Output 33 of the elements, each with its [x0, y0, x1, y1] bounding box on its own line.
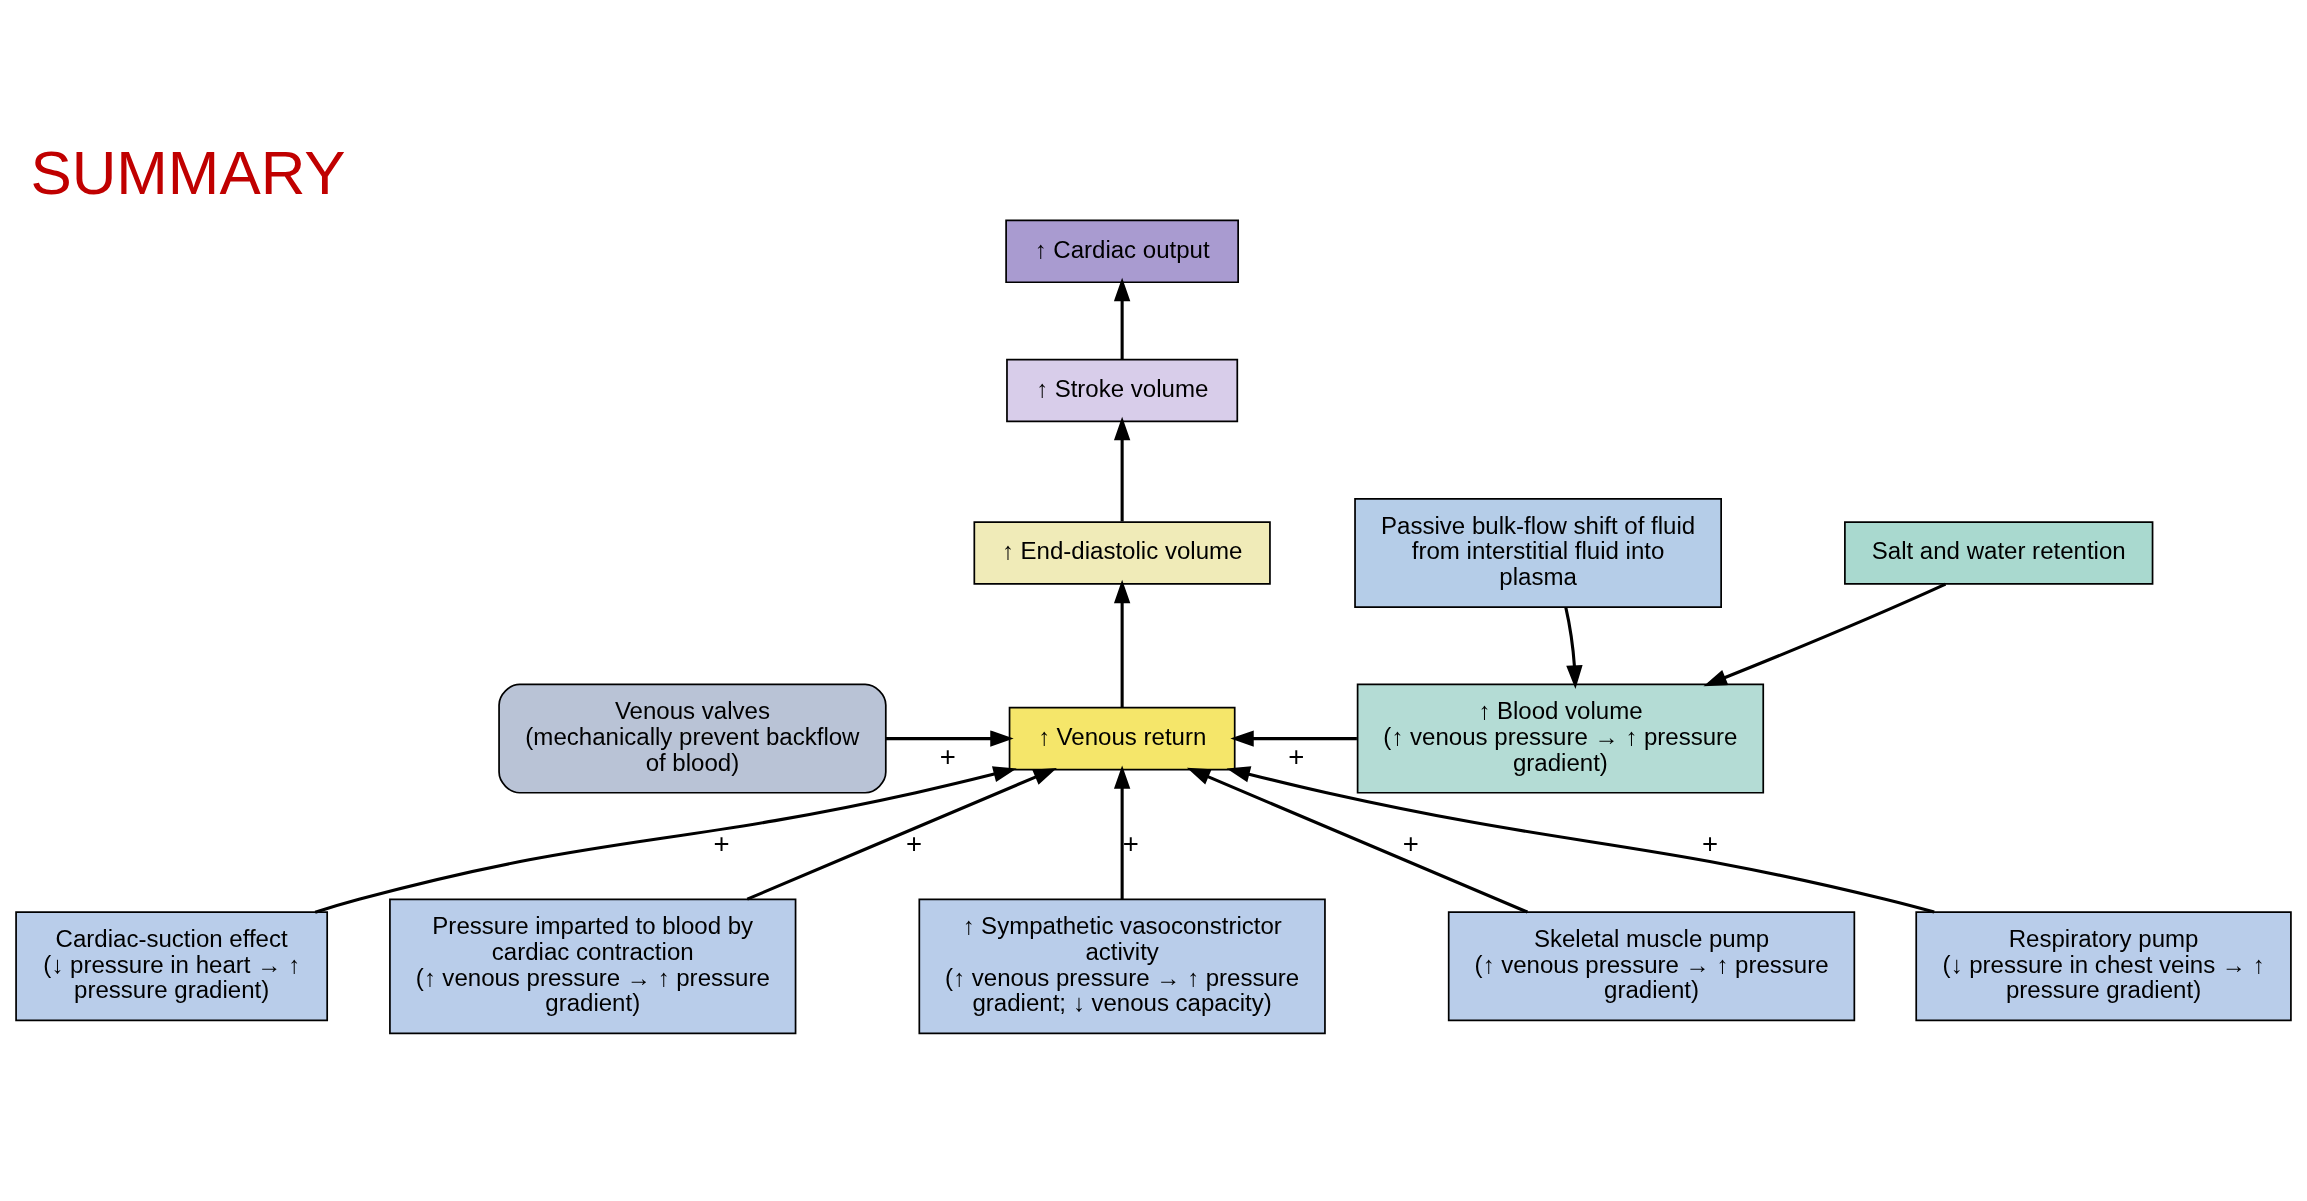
- arrow: [1113, 579, 1131, 708]
- edge-label: +: [713, 827, 730, 859]
- arrow: [1226, 766, 1935, 914]
- arrow: [1186, 767, 1528, 914]
- arrow: [746, 767, 1057, 901]
- node-box: Salt and water retention: [1844, 521, 2154, 585]
- arrow: [1113, 277, 1131, 360]
- arrow: [1113, 765, 1131, 900]
- arrow: [314, 766, 1017, 914]
- edge-label: +: [906, 827, 923, 859]
- node-box: Pressure imparted to blood by cardiac contraction (↑ venous pressure → ↑ pressure gradient): [389, 898, 797, 1035]
- arrow: [885, 730, 1014, 747]
- node-box: ↑ Venous return: [1008, 706, 1236, 771]
- arrow: [1113, 416, 1131, 522]
- edge-label: +: [1288, 740, 1305, 772]
- arrow: [1703, 582, 1947, 687]
- arrow: [1564, 606, 1583, 689]
- node-box: ↑ Cardiac output: [1005, 219, 1239, 284]
- node-box: ↑ Blood volume (↑ venous pressure → ↑ pressure gradient): [1356, 683, 1765, 794]
- node-box: ↑ Sympathetic vasoconstrictor activity (↑ venous pressure → ↑ pressure gradient; ↓ venous capacity): [918, 898, 1326, 1035]
- node-box: ↑ End-diastolic volume: [973, 521, 1271, 585]
- edge-label: +: [1122, 827, 1139, 859]
- node-box: Skeletal muscle pump (↑ venous pressure → ↑ pressure gradient): [1447, 911, 1856, 1022]
- arrow: [1230, 730, 1357, 747]
- edge-label: +: [939, 740, 956, 772]
- node-box: ↑ Stroke volume: [1006, 358, 1239, 423]
- edge-label: +: [1701, 827, 1718, 859]
- node-box: Cardiac-suction effect (↓ pressure in heart → ↑ pressure gradient): [15, 911, 329, 1022]
- edge-label: +: [1402, 827, 1419, 859]
- node-box: Venous valves (mechanically prevent backflow of blood): [498, 683, 887, 794]
- node-box: Respiratory pump (↓ pressure in chest veins → ↑ pressure gradient): [1915, 911, 2292, 1022]
- diagram-title: SUMMARY: [30, 138, 346, 208]
- node-box: Passive bulk-flow shift of fluid from interstitial fluid into plasma: [1354, 497, 1722, 608]
